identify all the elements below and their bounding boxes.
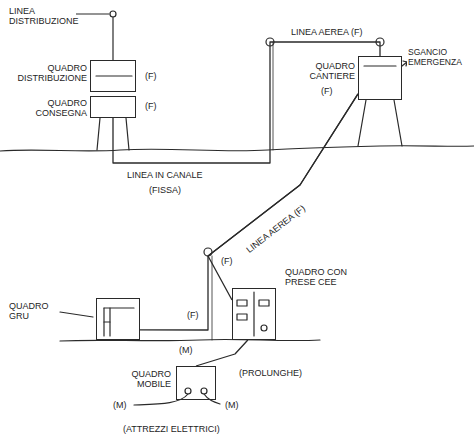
panel-box: QUADRO CON PRESE CEE xyxy=(232,288,276,340)
crane-mast xyxy=(104,321,110,322)
panel-label: QUADRO CANTIERE xyxy=(305,61,355,82)
leader-line xyxy=(60,312,93,317)
annotation-label: (F) xyxy=(144,71,158,81)
annotation-label: (M) xyxy=(224,400,240,410)
annotation-label: SGANCIO EMERGENZA xyxy=(407,48,471,68)
panel-box: QUADRO GRU xyxy=(96,298,140,340)
annotation-label: (F) xyxy=(186,310,200,320)
pole-top xyxy=(110,11,116,17)
annotation-label: (F) xyxy=(320,86,334,96)
pole xyxy=(273,42,274,150)
panel-label: QUADRO CONSEGNA xyxy=(7,98,87,119)
tool-lead xyxy=(204,394,220,404)
pulley xyxy=(204,248,212,256)
annotation-label: (ATTREZZI ELETTRICI) xyxy=(122,424,221,434)
pole-leg xyxy=(97,118,100,150)
annotation-label: (F) xyxy=(144,101,158,111)
annotation-label: LINEA AEREA (F) xyxy=(244,203,309,256)
panel-label: QUADRO GRU xyxy=(9,301,59,322)
annotation-label: (M) xyxy=(112,400,128,410)
pole-leg xyxy=(126,118,129,150)
cable-line xyxy=(196,340,248,366)
socket xyxy=(237,314,247,320)
socket xyxy=(237,300,247,306)
panel-label: QUADRO MOBILE xyxy=(101,369,171,390)
panel-box: QUADRO MOBILE xyxy=(176,366,216,400)
socket xyxy=(261,325,267,331)
pole-leg xyxy=(394,100,402,146)
panel-box: QUADRO CANTIERE xyxy=(358,56,402,100)
pole xyxy=(212,256,213,340)
panel-label: QUADRO CON PRESE CEE xyxy=(285,267,355,288)
annotation-label: LINEA IN CANALE xyxy=(126,170,204,180)
cable-line xyxy=(140,94,358,330)
cable-line xyxy=(208,94,358,300)
socket xyxy=(201,388,207,394)
leader-line xyxy=(76,13,109,14)
annotation-label: LINEA DISTRIBUZIONE xyxy=(8,6,76,27)
panel-box: QUADRO DISTRIBUZIONE xyxy=(90,60,136,92)
panel-detail xyxy=(364,65,396,66)
pole xyxy=(112,17,113,60)
cable-line xyxy=(113,42,380,163)
socket xyxy=(185,388,191,394)
ground-line xyxy=(0,146,474,151)
pole-leg xyxy=(358,100,366,146)
panel-box: QUADRO CONSEGNA xyxy=(90,96,136,118)
panel-label: QUADRO DISTRIBUZIONE xyxy=(7,63,87,84)
annotation-label: (M) xyxy=(178,345,194,355)
panel-detail xyxy=(96,75,132,76)
crane-jib xyxy=(104,307,134,308)
panel-detail xyxy=(253,292,254,336)
annotation-label: (FISSA) xyxy=(148,185,182,195)
annotation-label: (F) xyxy=(220,256,234,266)
socket xyxy=(259,300,269,306)
annotation-label: (PROLUNGHE) xyxy=(238,368,303,378)
annotation-label: LINEA AEREA (F) xyxy=(290,27,364,37)
